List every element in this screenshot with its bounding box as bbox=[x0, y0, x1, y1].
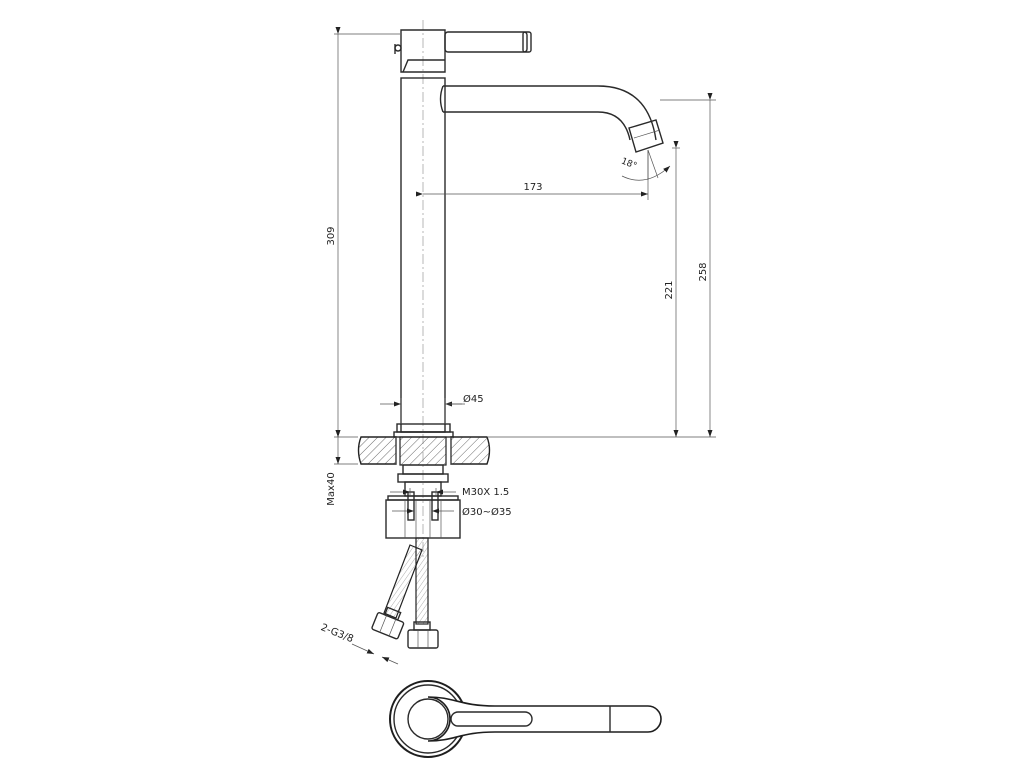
label-spout-height-outlet: 221 bbox=[664, 280, 675, 299]
label-height-total: 309 bbox=[326, 226, 337, 245]
label-spout-height-top: 258 bbox=[698, 262, 709, 281]
label-thread: M30X 1.5 bbox=[462, 487, 509, 498]
label-hose-connection: 2-G3/8 bbox=[319, 622, 355, 645]
fixing-nut-assembly bbox=[385, 464, 461, 539]
label-body-diameter: Ø45 bbox=[463, 393, 484, 405]
label-hole-diameter: Ø30~Ø35 bbox=[462, 506, 512, 518]
dimension-lines bbox=[334, 27, 716, 665]
handle-lever bbox=[394, 29, 532, 73]
label-counter-thickness: Max40 bbox=[326, 472, 337, 505]
top-view bbox=[389, 680, 662, 758]
label-spout-reach: 173 bbox=[523, 182, 542, 193]
faucet-body bbox=[393, 77, 454, 438]
label-spout-angle: 18° bbox=[619, 157, 638, 172]
supply-hoses bbox=[371, 537, 439, 649]
counter-section bbox=[357, 436, 491, 466]
spout bbox=[439, 85, 664, 153]
